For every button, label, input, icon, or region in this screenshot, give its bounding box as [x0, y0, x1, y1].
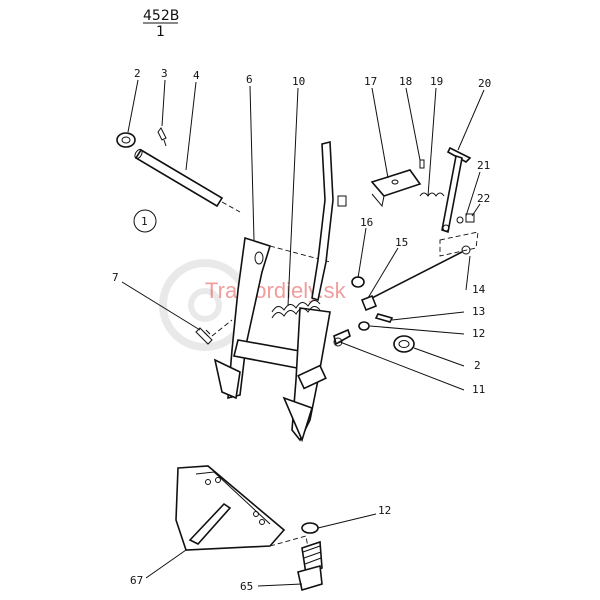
callout-7: 7: [112, 271, 119, 284]
washer-part-2-right: [393, 335, 415, 353]
sleeve-part-15: [360, 294, 378, 312]
frame-part-6: [213, 236, 331, 443]
bolt-part-7: [195, 319, 233, 345]
callout-11: 11: [472, 383, 485, 396]
group-marker-circle: [133, 209, 157, 233]
spring-part-19: [419, 192, 445, 197]
callout-18: 18: [399, 75, 412, 88]
washer-part-2: [116, 132, 136, 148]
callout-3: 3: [161, 67, 168, 80]
bolt-part-65: [297, 540, 323, 592]
cotter-pin-part-3: [157, 127, 167, 147]
callout-21: 21: [477, 159, 490, 172]
callout-14: 14: [472, 283, 486, 296]
pin-part-13: [374, 313, 394, 323]
callout-19: 19: [430, 75, 443, 88]
callout-20: 20: [478, 77, 491, 90]
group-marker-label: 1: [141, 215, 148, 228]
pin-shaft-part-4: [134, 148, 241, 213]
bracket-part-17: [370, 169, 422, 208]
rod-part-14: [367, 245, 471, 301]
washer-part-16: [351, 276, 365, 288]
callout-12-lower: 12: [378, 504, 391, 517]
header-sheet: 1: [156, 24, 165, 40]
leader-lines: [121, 79, 485, 587]
callout-labels: 2 3 4 6 10 17 18 19 20 21 22 16 15 14 13…: [112, 67, 491, 593]
base-plate-part-67: [175, 465, 309, 551]
screw-part-18: [419, 159, 425, 169]
callout-12: 12: [472, 327, 485, 340]
callout-22: 22: [477, 192, 490, 205]
header-code: 452B: [143, 8, 179, 24]
callout-6: 6: [246, 73, 253, 86]
lever-arm-part-6: [311, 140, 334, 302]
nut-part-22: [465, 213, 475, 223]
callout-16: 16: [360, 216, 373, 229]
lever-block: [337, 195, 347, 207]
bolt-part-11: [333, 328, 351, 347]
callout-15: 15: [395, 236, 408, 249]
callout-13: 13: [472, 305, 485, 318]
callout-10: 10: [292, 75, 305, 88]
washer-part-12: [358, 321, 370, 331]
washer-part-12-lower: [301, 522, 319, 534]
callout-65: 65: [240, 580, 253, 593]
callout-17: 17: [364, 75, 377, 88]
spring-part-10: [271, 300, 321, 319]
callout-67: 67: [130, 574, 143, 587]
watermark-text: Traktordiely.sk: [205, 278, 347, 303]
washer-part-21: [456, 216, 464, 224]
handle-hidden-line: [439, 231, 479, 257]
callout-2: 2: [134, 67, 141, 80]
handle-part-20: [441, 146, 472, 234]
callout-2-right: 2: [474, 359, 481, 372]
callout-4: 4: [193, 69, 200, 82]
